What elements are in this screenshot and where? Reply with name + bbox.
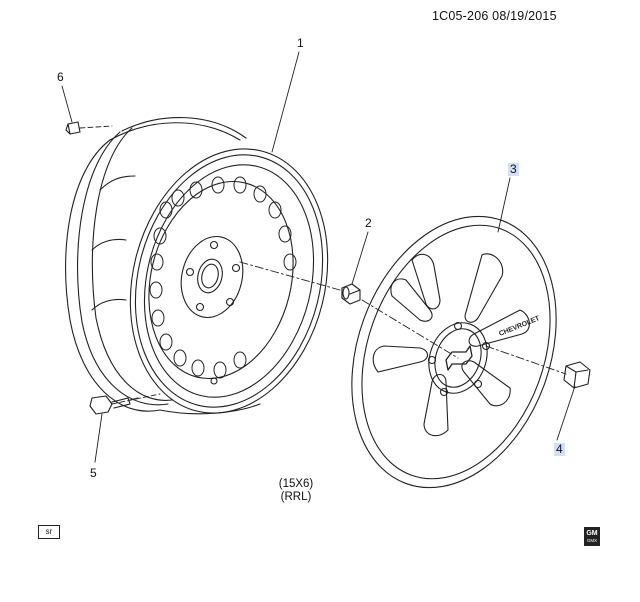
wheel-cover: CHEVROLET <box>351 215 557 489</box>
callout-wheel-cover: 3 <box>508 162 519 176</box>
drawing-reference-code: 1C05-206 08/19/2015 <box>432 9 557 23</box>
cover-nut <box>563 361 591 389</box>
callout-wheel: 1 <box>297 36 304 50</box>
wheel-size-label: (15X6) <box>278 478 314 490</box>
gm-logo-subtext: GMX <box>586 538 598 543</box>
callout-cover-nut: 4 <box>554 442 565 456</box>
gm-logo-text: GM <box>586 530 598 537</box>
wheel-vent-holes <box>149 176 297 379</box>
callout-wheel-nut: 2 <box>365 216 372 230</box>
callout-valve-stem: 5 <box>90 466 97 480</box>
sr-badge: sr <box>38 525 60 539</box>
leader-lines <box>61 51 576 463</box>
balance-weight <box>65 121 81 135</box>
steel-wheel <box>65 117 329 415</box>
callout-balance-weight: 6 <box>57 70 64 84</box>
wheel-code-label: (RRL) <box>280 491 312 503</box>
gm-logo: GM GMX <box>584 527 600 546</box>
wheel-nut <box>341 283 361 305</box>
